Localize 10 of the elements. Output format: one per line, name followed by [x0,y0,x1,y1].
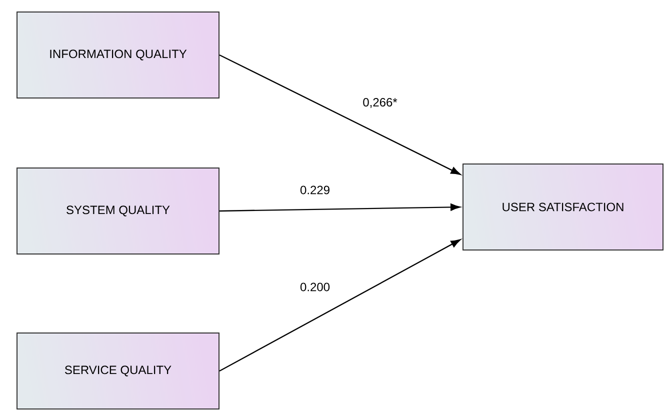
construct-box: SYSTEM QUALITY [16,168,220,254]
edge-label: 0,266* [362,97,398,109]
construct-box: USER SATISFACTION [462,164,664,250]
edge-label: 0.229 [299,184,332,196]
arrow [219,239,461,372]
edge-label: 0.200 [299,282,332,292]
construct-box: INFORMATION QUALITY [16,12,220,98]
arrow [219,54,461,175]
arrow [220,204,460,212]
construct-box: SERVICE QUALITY [16,332,220,410]
